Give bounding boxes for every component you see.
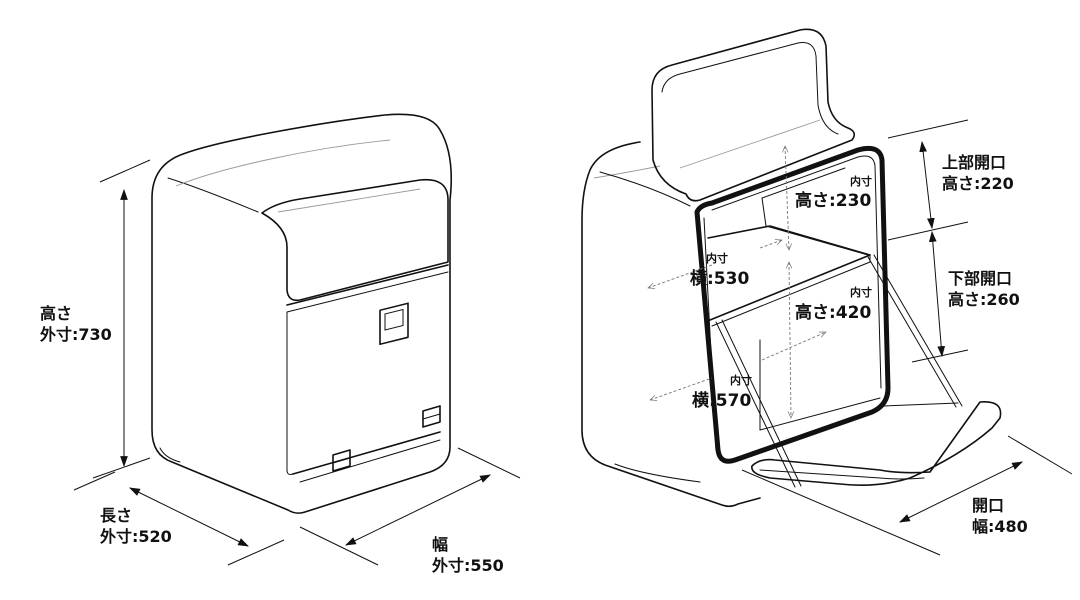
bottom-opening-value: 高さ:260 <box>948 290 1020 309</box>
left-length-title: 長さ <box>100 506 133 525</box>
closed-box-illustration <box>151 113 453 514</box>
left-height-value: 外寸:730 <box>40 325 112 344</box>
top-opening-title: 上部開口 <box>942 153 1007 172</box>
front-opening-label: 開口 幅:480 <box>972 495 1028 537</box>
front-opening-title: 開口 <box>972 496 1005 515</box>
bottom-opening-label: 下部開口 高さ:260 <box>948 268 1020 310</box>
top-opening-value: 高さ:220 <box>942 174 1014 193</box>
open-box-illustration <box>581 28 1002 508</box>
bottom-opening-title: 下部開口 <box>948 269 1013 288</box>
left-length-value: 外寸:520 <box>100 527 172 546</box>
left-width-label: 幅 外寸:550 <box>432 534 504 576</box>
left-width-title: 幅 <box>432 535 449 554</box>
inner-label-1: 内寸 <box>850 175 872 188</box>
right-dimension-lines <box>741 119 1073 556</box>
left-height-label: 高さ 外寸:730 <box>40 303 112 345</box>
inner-bottom-height: 高さ:420 <box>795 303 872 323</box>
left-dimension-lines <box>73 159 521 566</box>
left-height-title: 高さ <box>40 304 73 323</box>
left-width-value: 外寸:550 <box>432 556 504 575</box>
inner-bottom-width: 横:570 <box>692 391 752 411</box>
inner-label-3: 内寸 <box>850 286 872 299</box>
front-opening-value: 幅:480 <box>972 517 1028 536</box>
top-opening-label: 上部開口 高さ:220 <box>942 152 1014 194</box>
inner-label-4: 内寸 <box>730 374 752 387</box>
inner-label-2: 内寸 <box>706 252 728 265</box>
left-length-label: 長さ 外寸:520 <box>100 505 172 547</box>
inner-top-height: 高さ:230 <box>795 191 872 211</box>
inner-dimension-arrows <box>648 146 826 418</box>
inner-top-width: 横:530 <box>690 269 750 289</box>
